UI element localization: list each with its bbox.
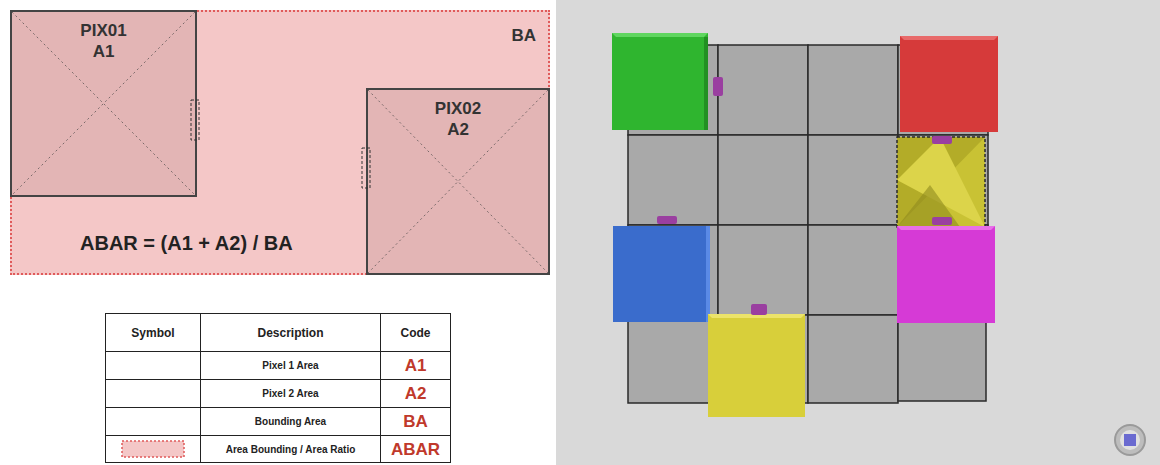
- pixel-box: PIX02A2: [366, 88, 550, 275]
- yellow-cube: [708, 314, 805, 417]
- area-code: A2: [368, 119, 548, 140]
- bounding-area: BA ABAR = (A1 + A2) / BA PIX01A1PIX02A2: [10, 10, 550, 275]
- red-cube: [900, 36, 998, 132]
- table-header: Code: [401, 326, 431, 340]
- green-cube: [612, 33, 708, 130]
- yellow-cube-tilted: [897, 137, 985, 227]
- table-header: Symbol: [131, 326, 174, 340]
- table-cell: Bounding Area: [201, 408, 380, 435]
- port-marker: [362, 148, 370, 188]
- table-cell: Pixel 1 Area: [201, 352, 380, 379]
- table-frame: [106, 314, 451, 463]
- viewport-background: [556, 0, 1160, 465]
- table-cell: ABAR: [381, 436, 450, 463]
- magenta-cube: [897, 226, 995, 323]
- diagonal-line: [368, 90, 548, 273]
- pixel-label: PIX02A2: [368, 98, 548, 140]
- pixel-box: PIX01A1: [10, 10, 197, 197]
- corner-icon: [1115, 425, 1145, 455]
- table-rule: [380, 314, 381, 463]
- table-cell: Symbol: [106, 314, 200, 351]
- table-cell: BA: [381, 408, 450, 435]
- table-rule: [106, 435, 451, 436]
- table-cell: A2: [381, 380, 450, 407]
- table-cell: Area Bounding / Area Ratio: [201, 436, 380, 463]
- area-code: A1: [12, 41, 195, 62]
- table-rule: [106, 351, 451, 352]
- diagonal-line: [368, 90, 548, 273]
- table-header: Description: [257, 326, 323, 340]
- description-text: Area Bounding / Area Ratio: [226, 444, 356, 455]
- description-text: Pixel 2 Area: [262, 388, 318, 399]
- table-rule: [106, 407, 451, 408]
- purple-connectors: [657, 77, 952, 315]
- pixel-label: PIX01A1: [12, 20, 195, 62]
- table-cell: A1: [381, 352, 450, 379]
- area-code: A1: [405, 356, 427, 376]
- area-code: BA: [403, 412, 428, 432]
- area-code: ABAR: [391, 440, 440, 460]
- area-name: BA: [511, 26, 536, 46]
- blue-cube: [613, 226, 710, 322]
- diagonal-line: [12, 12, 195, 195]
- table-rule: [200, 314, 201, 463]
- table-rule: [106, 379, 451, 380]
- description-text: Pixel 1 Area: [262, 360, 318, 371]
- table-cell: Description: [201, 314, 380, 351]
- area-code: A2: [405, 384, 427, 404]
- ba-swatch: [122, 441, 184, 457]
- formula: ABAR = (A1 + A2) / BA: [80, 232, 293, 255]
- table-cell: Pixel 2 Area: [201, 380, 380, 407]
- port-marker: [191, 100, 199, 140]
- pixel-name: PIX01: [12, 20, 195, 41]
- pixel-name: PIX02: [368, 98, 548, 119]
- table-cell: Code: [381, 314, 450, 351]
- description-text: Bounding Area: [255, 416, 326, 427]
- diagonal-line: [12, 12, 195, 195]
